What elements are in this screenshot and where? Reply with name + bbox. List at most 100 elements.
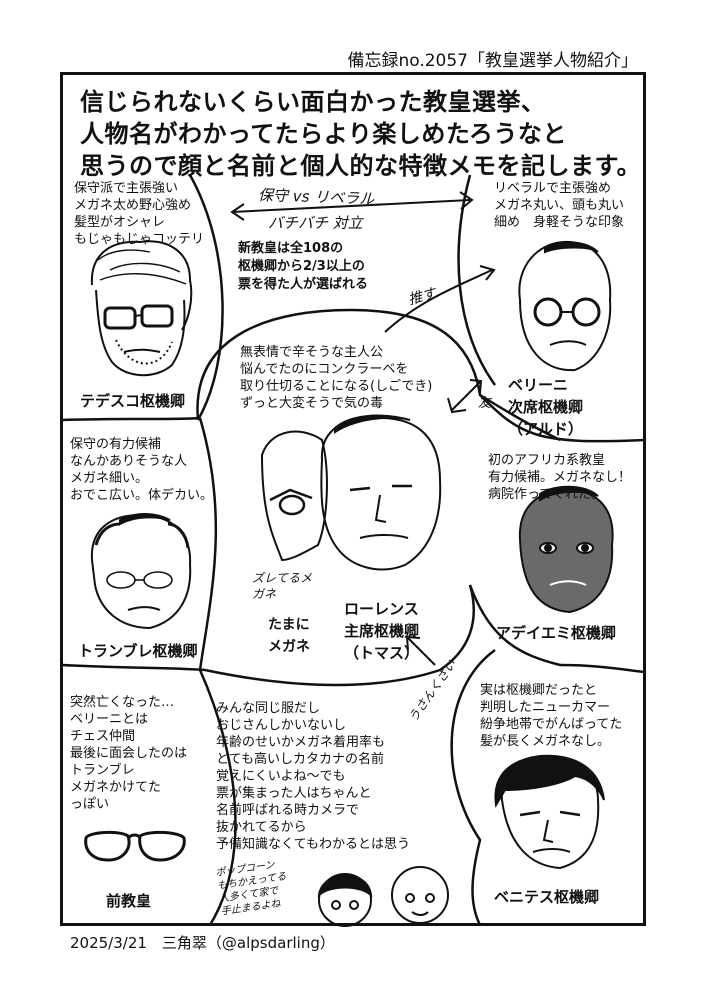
bellini-name-line-1: ベリーニ bbox=[508, 376, 569, 394]
bellini-note-2: メガネ丸い、頭も丸い bbox=[494, 198, 625, 213]
lawrence-portrait bbox=[260, 414, 442, 571]
adeyemi-name: アデイエミ枢機卿 bbox=[496, 624, 616, 642]
adeyemi-note-2: 有力候補。メガネなし！ bbox=[488, 470, 632, 485]
page-title: 備忘録no.2057「教皇選挙人物紹介」 bbox=[347, 51, 638, 71]
footer-credit: 2025/3/21 三角翠（@alpsdarling） bbox=[70, 934, 335, 952]
tremblay-name: トランブレ枢機卿 bbox=[78, 642, 198, 660]
lead-line-2: 人物名がわかってたらより楽しめたろうなと bbox=[80, 120, 567, 148]
lead-text: 信じられないくらい面白かった教皇選挙、 人物名がわかってたらより楽しめたろうなと… bbox=[80, 86, 641, 182]
center-note-3: 年齢のせいかメガネ着用率も bbox=[216, 735, 386, 750]
bellini-note-1: リベラルで主張強め bbox=[494, 181, 612, 196]
former-pope-note-4: 最後に面会したのは bbox=[70, 746, 188, 761]
lawrence-name: ローレンス 主席枢機卿 （トマス） bbox=[344, 598, 419, 664]
lead-line-1: 信じられないくらい面白かった教皇選挙、 bbox=[80, 88, 546, 116]
divider-benitez-left bbox=[450, 648, 496, 926]
divider-adeyemi-left bbox=[468, 584, 561, 667]
panel-dividers bbox=[61, 174, 645, 926]
divider-tremblay-bottom bbox=[61, 663, 206, 672]
audience-chibis bbox=[317, 866, 449, 927]
center-note-8: 抜かれてるから bbox=[216, 820, 307, 835]
suspicion-arrow-head bbox=[405, 635, 421, 651]
tremblay-notes: 保守の有力候補 なんかありそうな人 メガネ細い。 おでこ広い。体デカい。 bbox=[70, 436, 213, 504]
former-pope-note-2: ベリーニとは bbox=[70, 712, 149, 727]
former-pope-note-3: チェス仲間 bbox=[70, 729, 136, 744]
lawrence-name-line-3: （トマス） bbox=[344, 644, 420, 662]
lawrence-name-line-2: 主席枢機卿 bbox=[344, 622, 420, 640]
former-pope-name: 前教皇 bbox=[106, 892, 152, 910]
friend-label: 友 bbox=[478, 396, 492, 411]
bellini-name-line-2: 次席枢機卿 bbox=[508, 398, 584, 416]
bellini-note-3: 細め 身軽そうな印象 bbox=[494, 215, 625, 230]
center-note-9: 予備知識なくてもわかるとは思う bbox=[216, 837, 410, 852]
divider-tedesco-bottom bbox=[61, 416, 201, 422]
benitez-note-2: 判明したニューカマー bbox=[480, 700, 611, 715]
clash-label: バチバチ 対立 bbox=[268, 214, 363, 232]
tremblay-note-4: おでこ広い。体デカい。 bbox=[70, 488, 214, 503]
divider-bellini-bottom bbox=[479, 394, 645, 443]
sometimes-glasses-line-2: メガネ bbox=[268, 639, 310, 655]
divider-pope-right bbox=[198, 669, 237, 926]
divider-center-bottom bbox=[204, 584, 475, 687]
lead-line-3: 思うので顔と名前と個人的な特徴メモを記します。 bbox=[80, 152, 642, 180]
lawrence-note-4: ずっと大変そうで気の毒 bbox=[240, 396, 384, 411]
popcorn-note: ポップコーン もちかえってる 人多くて家で 手止まるよね bbox=[215, 857, 291, 918]
push-arrow-head bbox=[479, 265, 496, 281]
suspicion-arrow bbox=[407, 637, 436, 666]
tedesco-note-3: 髪型がオシャレ bbox=[74, 215, 166, 230]
adeyemi-note-1: 初のアフリカ系教皇 bbox=[488, 453, 606, 468]
former-pope-note-1: 突然亡くなった… bbox=[70, 695, 175, 710]
tremblay-note-1: 保守の有力候補 bbox=[70, 437, 162, 452]
lawrence-notes: 無表情で辛そうな主人公 悩んでたのにコンクラーベを 取り仕切ることになる(しごで… bbox=[240, 344, 432, 412]
benitez-portrait bbox=[494, 754, 605, 870]
divider-center-left bbox=[198, 417, 218, 671]
former-pope-note-5: トランブレ bbox=[70, 763, 135, 778]
friend-arrow-head-a bbox=[447, 397, 467, 414]
divider-adeyemi-bottom bbox=[559, 663, 645, 674]
lawrence-note-1: 無表情で辛そうな主人公 bbox=[240, 345, 384, 360]
divider-tedesco-right bbox=[188, 174, 224, 421]
adeyemi-note-3: 病院作ってくれた。 bbox=[488, 487, 604, 502]
lawrence-note-3: 取り仕切ることになる(しごでき) bbox=[240, 379, 433, 394]
center-note-4: とても高いしカタカナの名前 bbox=[216, 752, 384, 767]
push-arrow bbox=[384, 269, 493, 333]
former-pope-note-6: メガネかけてた bbox=[70, 780, 162, 795]
sometimes-glasses-label: たまに メガネ bbox=[268, 614, 310, 658]
tedesco-note-1: 保守派で主張強い bbox=[74, 181, 179, 196]
tremblay-note-3: メガネ細い。 bbox=[70, 471, 149, 486]
former-pope-glasses bbox=[84, 830, 186, 862]
benitez-name: ベニテス枢機卿 bbox=[494, 888, 600, 906]
bellini-name-line-3: （アルド） bbox=[508, 420, 583, 438]
center-bottom-notes: みんな同じ服だし おじさんしかいないし 年齢のせいかメガネ着用率も とても高いし… bbox=[216, 700, 410, 853]
arrows bbox=[230, 191, 496, 666]
tedesco-notes: 保守派で主張強い メガネ太め野心強め 髪型がオシャレ もじゃもじゃコッテリ bbox=[74, 180, 204, 248]
bellini-portrait bbox=[518, 240, 612, 372]
lawrence-note-2: 悩んでたのにコンクラーベを bbox=[240, 362, 409, 377]
conservative-vs-liberal-label: 保守 vs リベラル bbox=[257, 185, 375, 209]
friend-arrow bbox=[451, 381, 481, 411]
vs-arrow-line bbox=[231, 199, 471, 213]
election-rule-line-3: 票を得た人が選ばれる bbox=[238, 277, 369, 292]
tremblay-note-2: なんかありそうな人 bbox=[70, 454, 188, 469]
former-pope-notes: 突然亡くなった… ベリーニとは チェス仲間 最後に面会したのは トランブレ メガ… bbox=[70, 694, 187, 813]
adeyemi-notes: 初のアフリカ系教皇 有力候補。メガネなし！ 病院作ってくれた。 bbox=[488, 452, 631, 503]
tedesco-name: テデスコ枢機卿 bbox=[80, 392, 186, 410]
center-note-2: おじさんしかいないし bbox=[216, 718, 347, 733]
benitez-notes: 実は枢機卿だったと 判明したニューカマー 紛争地帯でがんばってた 髪が長くメガネ… bbox=[480, 682, 622, 750]
bellini-name: ベリーニ 次席枢機卿 （アルド） bbox=[508, 374, 583, 440]
benitez-note-3: 紛争地帯でがんばってた bbox=[480, 717, 623, 732]
former-pope-note-7: っぽい bbox=[70, 797, 110, 812]
adeyemi-portrait bbox=[518, 485, 614, 614]
tedesco-note-4: もじゃもじゃコッテリ bbox=[74, 232, 205, 247]
tedesco-portrait bbox=[90, 240, 193, 377]
divider-bellini-left bbox=[457, 174, 497, 386]
main-frame bbox=[60, 72, 646, 926]
friend-arrow-head-b bbox=[469, 379, 483, 394]
center-note-5: 覚えにくいよね〜でも bbox=[216, 769, 346, 784]
crooked-glasses-label: ズレてるメガネ bbox=[252, 571, 313, 601]
center-note-1: みんな同じ服だし bbox=[216, 701, 321, 716]
benitez-note-4: 髪が長くメガネなし。 bbox=[480, 734, 611, 749]
center-note-6: 票が集まった人はちゃんと bbox=[216, 786, 372, 801]
sometimes-glasses-line-1: たまに bbox=[268, 617, 310, 633]
election-rule-line-2: 枢機卿から2/3以上の bbox=[238, 259, 365, 274]
